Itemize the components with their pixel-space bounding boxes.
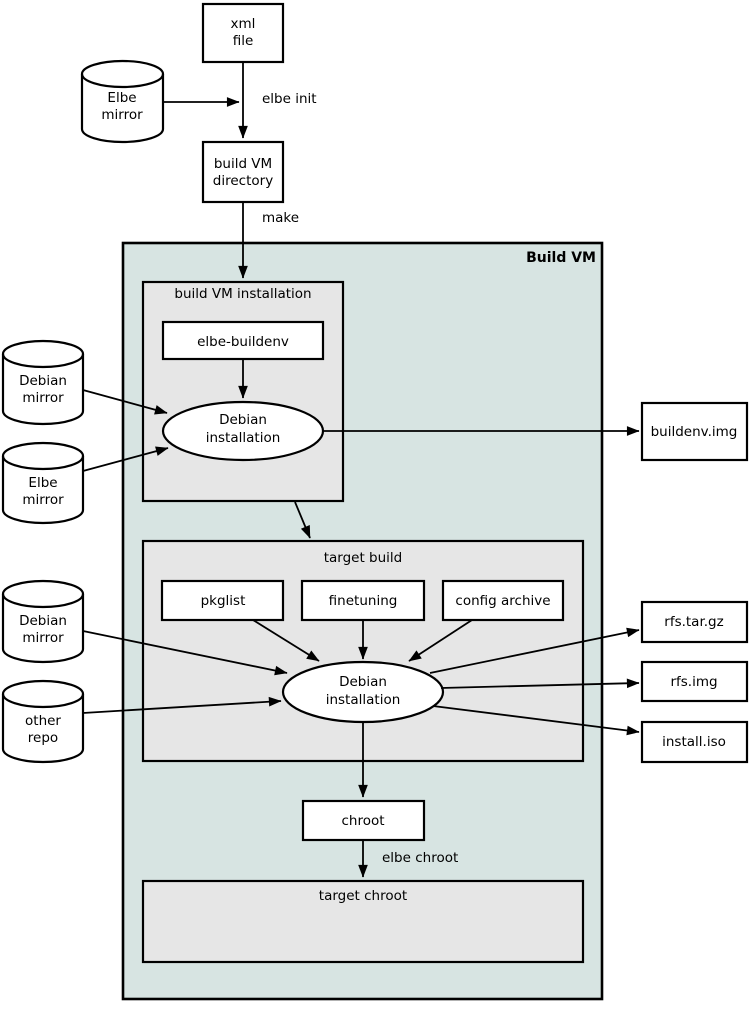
node-rfs-tar-gz-label: rfs.tar.gz — [664, 614, 723, 630]
cylinder-other-repo-line1: other — [25, 713, 61, 729]
cylinder-elbe-mirror-build-line2: mirror — [22, 492, 64, 508]
cylinder-elbe-mirror-build: Elbe mirror — [1, 441, 85, 525]
node-build-vm-directory: build VM directory — [201, 140, 285, 204]
node-debian-installation-build-line2: installation — [206, 430, 281, 446]
node-config-archive-label: config archive — [455, 593, 550, 609]
node-chroot: chroot — [301, 799, 426, 842]
node-install-iso: install.iso — [640, 720, 749, 764]
node-install-iso-label: install.iso — [662, 734, 726, 750]
node-rfs-tar-gz: rfs.tar.gz — [640, 600, 749, 644]
node-build-vm-directory-label-line1: build VM — [214, 156, 272, 172]
node-pkglist-label: pkglist — [201, 593, 246, 609]
cylinder-debian-mirror-target-line1: Debian — [19, 613, 67, 629]
node-debian-installation-target-line1: Debian — [339, 674, 387, 690]
cylinder-elbe-mirror-top-line1: Elbe — [107, 90, 136, 106]
node-pkglist: pkglist — [160, 579, 285, 622]
build-vm-container-label: Build VM — [526, 250, 596, 266]
node-debian-installation-build: Debian installation — [161, 400, 325, 462]
cylinder-other-repo: other repo — [1, 679, 85, 764]
node-target-chroot — [141, 879, 585, 964]
cylinder-elbe-mirror-top-line2: mirror — [101, 107, 143, 123]
edge-elbe-mirror-build-to-debian-installation-build — [82, 446, 169, 472]
node-xml-file: xml file — [201, 2, 285, 64]
edge-debian-mirror-target-to-debian-installation-target — [82, 630, 288, 676]
node-config-archive: config archive — [441, 579, 565, 622]
node-elbe-buildenv-label: elbe-buildenv — [197, 334, 289, 350]
edge-debian-installation-target-to-rfs-tar-gz — [429, 627, 640, 674]
group-build-vm-installation-label: build VM installation — [174, 286, 311, 302]
edge-label-elbe-init: elbe init — [262, 91, 317, 107]
group-target-build-label: target build — [324, 550, 403, 566]
node-xml-file-label-line1: xml — [231, 16, 256, 32]
edge-build-vm-installation-to-target-build — [294, 501, 311, 539]
edge-pkglist-to-debian-installation-target — [252, 619, 320, 662]
cylinder-debian-mirror-build-line2: mirror — [22, 390, 64, 406]
edge-debian-installation-target-to-install-iso — [432, 705, 640, 736]
cylinder-debian-mirror-build: Debian mirror — [1, 339, 85, 426]
edge-debian-installation-target-to-rfs-img — [440, 678, 640, 689]
node-debian-installation-build-line1: Debian — [219, 412, 267, 428]
cylinder-elbe-mirror-top: Elbe mirror — [80, 59, 165, 144]
node-finetuning-label: finetuning — [329, 593, 398, 609]
cylinder-debian-mirror-target-line2: mirror — [22, 630, 64, 646]
edge-debian-mirror-build-to-debian-installation-build — [82, 389, 168, 415]
node-elbe-buildenv: elbe-buildenv — [161, 320, 325, 361]
node-rfs-img: rfs.img — [640, 660, 749, 703]
cylinder-debian-mirror-target: Debian mirror — [1, 579, 85, 664]
node-build-vm-directory-label-line2: directory — [213, 173, 273, 189]
edge-other-repo-to-debian-installation-target — [82, 696, 282, 714]
node-xml-file-label-line2: file — [233, 33, 254, 49]
node-buildenv-img: buildenv.img — [640, 401, 749, 462]
node-finetuning: finetuning — [300, 579, 426, 622]
edge-label-elbe-chroot: elbe chroot — [382, 850, 458, 866]
edge-label-make: make — [262, 210, 299, 226]
edge-config-archive-to-debian-installation-target — [408, 619, 473, 662]
node-debian-installation-target-line2: installation — [326, 692, 401, 708]
node-rfs-img-label: rfs.img — [670, 674, 717, 690]
cylinder-elbe-mirror-build-line1: Elbe — [28, 475, 57, 491]
node-target-chroot-label: target chroot — [319, 888, 407, 904]
cylinder-debian-mirror-build-line1: Debian — [19, 373, 67, 389]
node-debian-installation-target: Debian installation — [281, 660, 445, 724]
node-chroot-label: chroot — [341, 813, 384, 829]
cylinder-other-repo-line2: repo — [28, 730, 58, 746]
node-buildenv-img-label: buildenv.img — [651, 424, 738, 440]
